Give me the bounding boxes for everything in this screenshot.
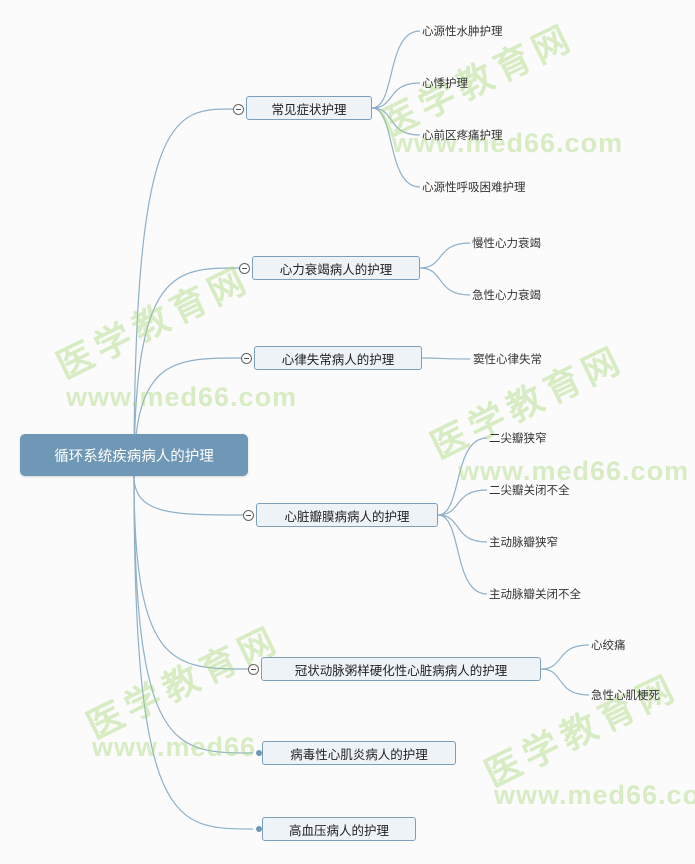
branch-label: 高血压病人的护理 [288, 822, 389, 838]
leaf-topic[interactable]: 主动脉瓣关闭不全 [489, 587, 581, 601]
leaf-topic[interactable]: 心悸护理 [422, 76, 468, 90]
root-connector [133, 475, 244, 516]
leaf-topic[interactable]: 急性心肌梗死 [591, 688, 660, 702]
root-topic-label: 循环系统疾病病人的护理 [54, 448, 214, 465]
branch-node-heart-failure[interactable]: 心力衰竭病人的护理 [252, 256, 420, 280]
branch-node-arrhythmia[interactable]: 心律失常病人的护理 [254, 346, 422, 370]
leaf-connector [419, 267, 471, 296]
branch-dot [256, 750, 262, 756]
branch-node-valvular[interactable]: 心脏瓣膜病病人的护理 [256, 503, 438, 527]
root-connector [133, 475, 254, 830]
leaf-connector [371, 30, 421, 109]
leaf-connector [437, 437, 488, 516]
root-connector [133, 475, 249, 670]
branch-node-symptom-care[interactable]: 常见症状护理 [246, 96, 372, 120]
leaf-topic[interactable]: 窦性心律失常 [473, 352, 542, 366]
leaf-topic[interactable]: 主动脉瓣狭窄 [489, 535, 558, 549]
root-topic[interactable]: 循环系统疾病病人的护理 [20, 434, 248, 476]
collapse-icon[interactable] [239, 263, 250, 274]
leaf-topic[interactable]: 慢性心力衰竭 [472, 236, 541, 250]
leaf-connector [371, 82, 421, 109]
collapse-icon[interactable] [233, 104, 244, 115]
leaf-topic[interactable]: 急性心力衰竭 [472, 288, 541, 302]
root-connector [133, 475, 254, 754]
branch-label: 冠状动脉粥样硬化性心脏病病人的护理 [294, 662, 508, 678]
leaf-topic[interactable]: 二尖瓣狭窄 [489, 431, 547, 445]
leaf-connector [421, 357, 471, 360]
leaf-connector [437, 514, 488, 543]
leaf-connector [437, 489, 488, 516]
branch-node-hypertension[interactable]: 高血压病人的护理 [262, 817, 416, 841]
leaf-topic[interactable]: 心源性水肿护理 [422, 24, 503, 38]
branch-node-coronary[interactable]: 冠状动脉粥样硬化性心脏病病人的护理 [261, 657, 541, 681]
leaf-connector [437, 514, 488, 595]
branch-label: 病毒性心肌炎病人的护理 [290, 746, 428, 762]
leaf-connector [371, 107, 421, 136]
leaf-connector [540, 644, 590, 670]
leaf-topic[interactable]: 二尖瓣关闭不全 [489, 483, 570, 497]
leaf-connector [419, 242, 471, 269]
leaf-topic[interactable]: 心前区疼痛护理 [422, 128, 503, 142]
branch-label: 心律失常病人的护理 [281, 351, 395, 367]
branch-dot [256, 826, 262, 832]
root-connector [133, 267, 240, 477]
root-connector [133, 108, 234, 477]
leaf-connector [371, 107, 421, 188]
branch-node-myocarditis[interactable]: 病毒性心肌炎病人的护理 [262, 741, 456, 765]
collapse-icon[interactable] [243, 510, 254, 521]
branch-label: 心力衰竭病人的护理 [279, 261, 393, 277]
leaf-connector [540, 668, 590, 696]
collapse-icon[interactable] [248, 664, 259, 675]
collapse-icon[interactable] [241, 353, 252, 364]
leaf-topic[interactable]: 心绞痛 [591, 638, 626, 652]
branch-label: 常见症状护理 [271, 101, 347, 117]
branch-label: 心脏瓣膜病病人的护理 [284, 508, 410, 524]
leaf-topic[interactable]: 心源性呼吸困难护理 [422, 180, 526, 194]
